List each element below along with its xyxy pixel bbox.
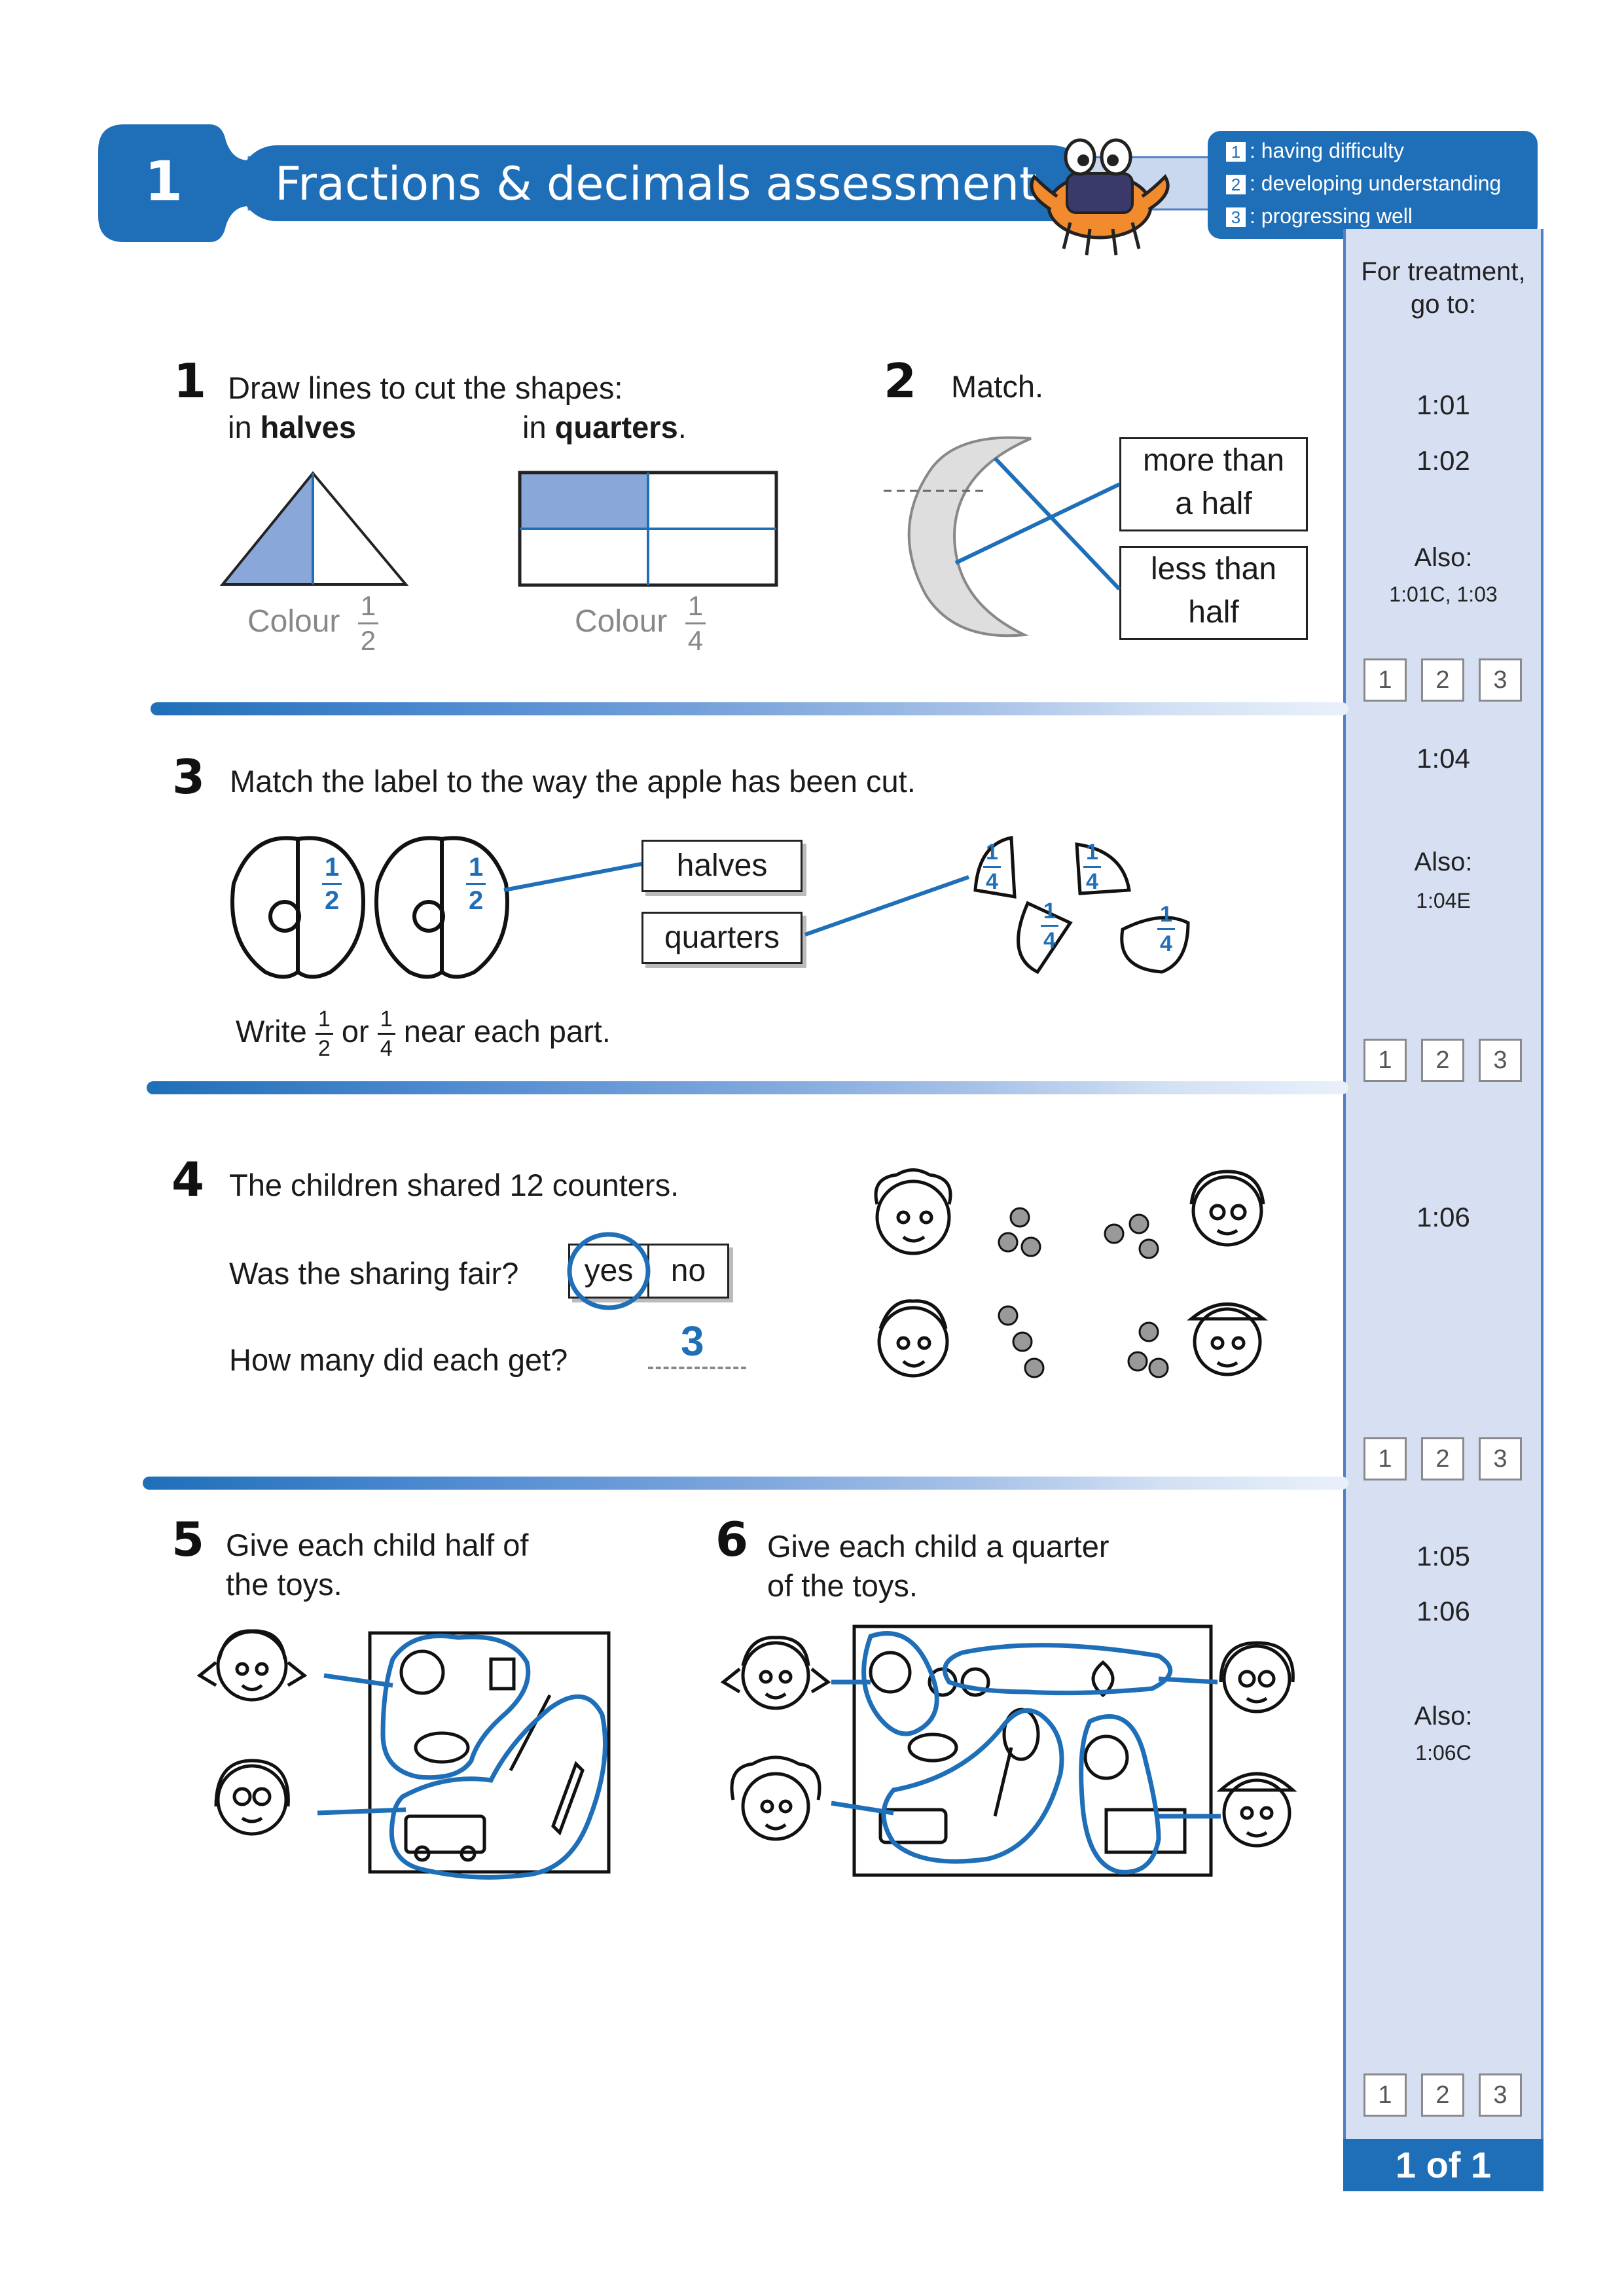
q5-toys-drawing [196, 1629, 611, 1880]
rating-1[interactable]: 1 [1363, 1437, 1407, 1480]
crab-mascot-icon [1030, 138, 1170, 256]
q6-toys-drawing [720, 1624, 1297, 1877]
q1-quarters-label: in quarters. [522, 410, 687, 444]
also-refs[interactable]: 1:06C [1415, 1741, 1471, 1765]
legend-item-3: 3: progressing well [1226, 204, 1413, 228]
also-refs[interactable]: 1:04E [1416, 889, 1471, 912]
q2-match-lines [954, 456, 1121, 591]
rating-boxes-1[interactable]: 1 2 3 [1363, 658, 1522, 702]
ref-1-06[interactable]: 1:06 [1416, 1596, 1470, 1626]
question-number-3: 3 [172, 749, 206, 804]
question-number-5: 5 [171, 1512, 205, 1567]
rating-2[interactable]: 2 [1421, 2073, 1464, 2117]
rating-boxes-2[interactable]: 1 2 3 [1363, 1039, 1522, 1082]
rating-boxes-3[interactable]: 1 2 3 [1363, 1437, 1522, 1480]
ref-1-05[interactable]: 1:05 [1416, 1541, 1470, 1571]
q1-instruction: Draw lines to cut the shapes: [228, 370, 623, 405]
section-divider [143, 1477, 1348, 1490]
legend-item-2: 2: developing understanding [1226, 171, 1501, 196]
sidebar-heading: For treatment, go to: [1361, 257, 1526, 319]
ref-1-01[interactable]: 1:01 [1416, 389, 1470, 420]
q6-instruction-line2: of the toys. [767, 1568, 918, 1603]
ref-1-04[interactable]: 1:04 [1416, 743, 1470, 774]
q5-instruction-line2: the toys. [226, 1567, 342, 1602]
answer-value: 3 [681, 1318, 704, 1365]
question-number-2: 2 [884, 353, 917, 408]
apple-quarters-drawing [973, 835, 1190, 975]
question-number-1: 1 [173, 353, 207, 408]
fraction-quarter: 1 4 [685, 592, 706, 655]
rating-2[interactable]: 2 [1421, 1039, 1464, 1082]
no-option[interactable]: no [670, 1253, 706, 1288]
colour-half-label: Colour 1 2 [247, 592, 379, 655]
rating-3[interactable]: 3 [1479, 2073, 1522, 2117]
section-number: 1 [144, 149, 183, 213]
q4-count-question: How many did each get? [229, 1342, 568, 1377]
triangle-shape[interactable] [219, 470, 409, 588]
also-label: Also: [1414, 848, 1473, 876]
treatment-sidebar [1343, 229, 1543, 2186]
rating-1[interactable]: 1 [1363, 658, 1407, 702]
page-count: 1 of 1 [1343, 2139, 1543, 2191]
children-counters-drawing [874, 1168, 1269, 1378]
page-title: Fractions & decimals assessment [275, 157, 1038, 211]
moon-shape [884, 436, 1032, 637]
rating-2[interactable]: 2 [1421, 1437, 1464, 1480]
question-number-6: 6 [715, 1512, 749, 1567]
q3-match-lines [503, 862, 969, 937]
less-than-half-box[interactable]: less than half [1119, 546, 1308, 640]
q4-statement: The children shared 12 counters. [229, 1168, 679, 1202]
quarters-label-box[interactable]: quarters [641, 912, 803, 964]
section-divider [147, 1081, 1348, 1094]
rating-3[interactable]: 3 [1479, 658, 1522, 702]
rating-legend: 1: having difficulty 2: developing under… [1208, 131, 1538, 239]
also-label: Also: [1414, 543, 1473, 572]
q6-instruction-line1: Give each child a quarter [767, 1529, 1110, 1564]
colour-quarter-label: Colour 1 4 [575, 592, 706, 655]
more-than-half-box[interactable]: more than a half [1119, 437, 1308, 531]
rating-1[interactable]: 1 [1363, 2073, 1407, 2117]
legend-item-1: 1: having difficulty [1226, 139, 1404, 163]
q5-instruction-line1: Give each child half of [226, 1528, 529, 1562]
apple-halves-drawing [230, 836, 509, 979]
ref-1-02[interactable]: 1:02 [1416, 445, 1470, 476]
answer-blank[interactable] [648, 1322, 746, 1369]
rating-boxes-4[interactable]: 1 2 3 [1363, 2073, 1522, 2117]
fraction-half: 1 2 [357, 592, 379, 655]
also-label: Also: [1414, 1702, 1473, 1731]
rating-2[interactable]: 2 [1421, 658, 1464, 702]
q3-instruction: Match the label to the way the apple has… [230, 764, 916, 798]
section-divider [151, 702, 1348, 715]
ref-1-06[interactable]: 1:06 [1416, 1202, 1470, 1232]
rating-3[interactable]: 3 [1479, 1039, 1522, 1082]
yes-circle-mark [567, 1232, 651, 1310]
q4-fair-question: Was the sharing fair? [229, 1256, 519, 1291]
also-refs[interactable]: 1:01C, 1:03 [1389, 583, 1498, 606]
q1-halves-label: in halves [228, 410, 356, 444]
rectangle-shape[interactable] [517, 470, 779, 588]
rating-1[interactable]: 1 [1363, 1039, 1407, 1082]
q2-instruction: Match. [951, 369, 1044, 404]
question-number-4: 4 [171, 1152, 205, 1207]
halves-label-box[interactable]: halves [641, 840, 803, 892]
rating-3[interactable]: 3 [1479, 1437, 1522, 1480]
